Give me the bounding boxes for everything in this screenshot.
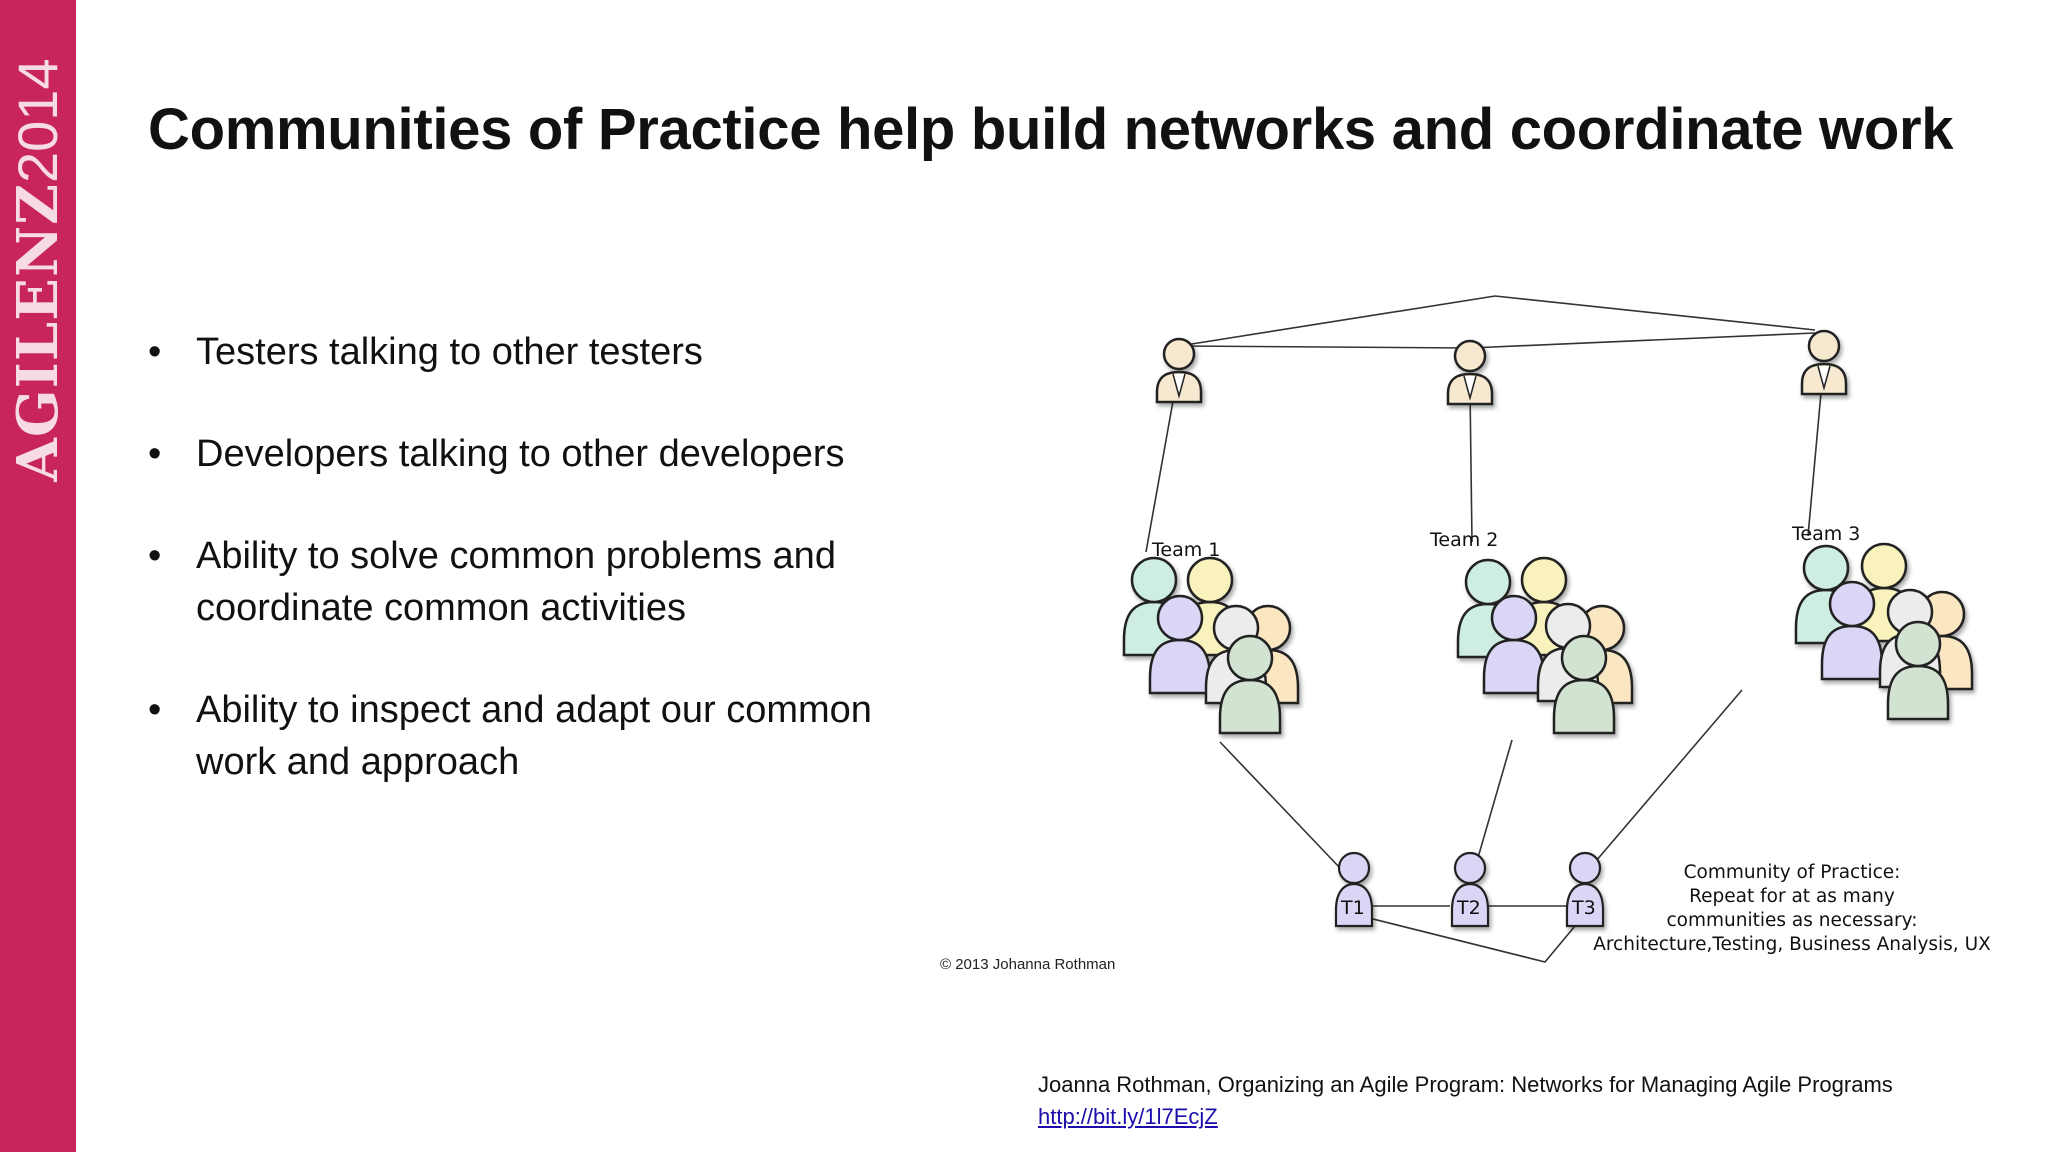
team-tester-line xyxy=(1219,741,1341,869)
tester-person-icon: T1 xyxy=(1334,851,1374,928)
team-label: Team 2 xyxy=(1429,529,1498,551)
bullet-item: Ability to solve common problems and coo… xyxy=(148,530,948,634)
copyright-text: © 2013 Johanna Rothman xyxy=(940,956,1116,973)
conference-logo: AGILENZ2014 xyxy=(5,58,71,481)
logo-year: 2014 xyxy=(6,58,69,183)
team-group-icon xyxy=(1794,542,1974,721)
team-label: Team 3 xyxy=(1791,523,1860,545)
team-label: Team 1 xyxy=(1151,539,1220,561)
bullet-item: Testers talking to other testers xyxy=(148,326,948,378)
network-diagram: Team 1 Team 2 Team 3 T1 T2 xyxy=(1122,295,1991,963)
tester-link-line xyxy=(1344,911,1581,963)
team-group-icon xyxy=(1122,556,1300,735)
citation-link[interactable]: http://bit.ly/1l7EcjZ xyxy=(1038,1104,1218,1129)
citation-text: Joanna Rothman, Organizing an Agile Prog… xyxy=(1038,1072,1893,1097)
bullet-item: Ability to inspect and adapt our common … xyxy=(148,684,948,788)
sidebar-band: AGILENZ2014 xyxy=(0,0,76,1152)
tester-person-icon: T3 xyxy=(1565,851,1605,928)
team-tester-line xyxy=(1589,689,1743,869)
manager-link-line xyxy=(1469,332,1816,349)
tester-label: T2 xyxy=(1456,897,1481,919)
manager-team-line xyxy=(1807,381,1823,537)
manager-person-icon xyxy=(1155,337,1203,404)
bullet-item: Developers talking to other developers xyxy=(148,428,948,480)
manager-person-icon xyxy=(1800,329,1848,396)
note-line: Repeat for at as many xyxy=(1689,886,1895,907)
team-tester-line xyxy=(1474,739,1513,869)
manager-person-icon xyxy=(1446,339,1494,406)
top-link-line xyxy=(1178,295,1816,347)
manager-team-line xyxy=(1145,389,1176,553)
tester-person-icon: T2 xyxy=(1450,851,1490,928)
bullet-list: Testers talking to other testers Develop… xyxy=(148,326,948,838)
tester-label: T3 xyxy=(1571,897,1596,919)
note-line: Community of Practice: xyxy=(1684,862,1901,883)
note-line: Architecture,Testing, Business Analysis,… xyxy=(1593,934,1991,955)
slide-title: Communities of Practice help build netwo… xyxy=(148,97,1954,162)
team-group-icon xyxy=(1456,556,1634,735)
tester-label: T1 xyxy=(1340,897,1365,919)
manager-team-line xyxy=(1469,389,1473,543)
manager-link-line xyxy=(1178,345,1471,349)
community-note: Community of Practice: Repeat for at as … xyxy=(1593,862,1991,955)
logo-name: AGILENZ xyxy=(5,182,71,482)
note-line: communities as necessary: xyxy=(1667,910,1918,931)
